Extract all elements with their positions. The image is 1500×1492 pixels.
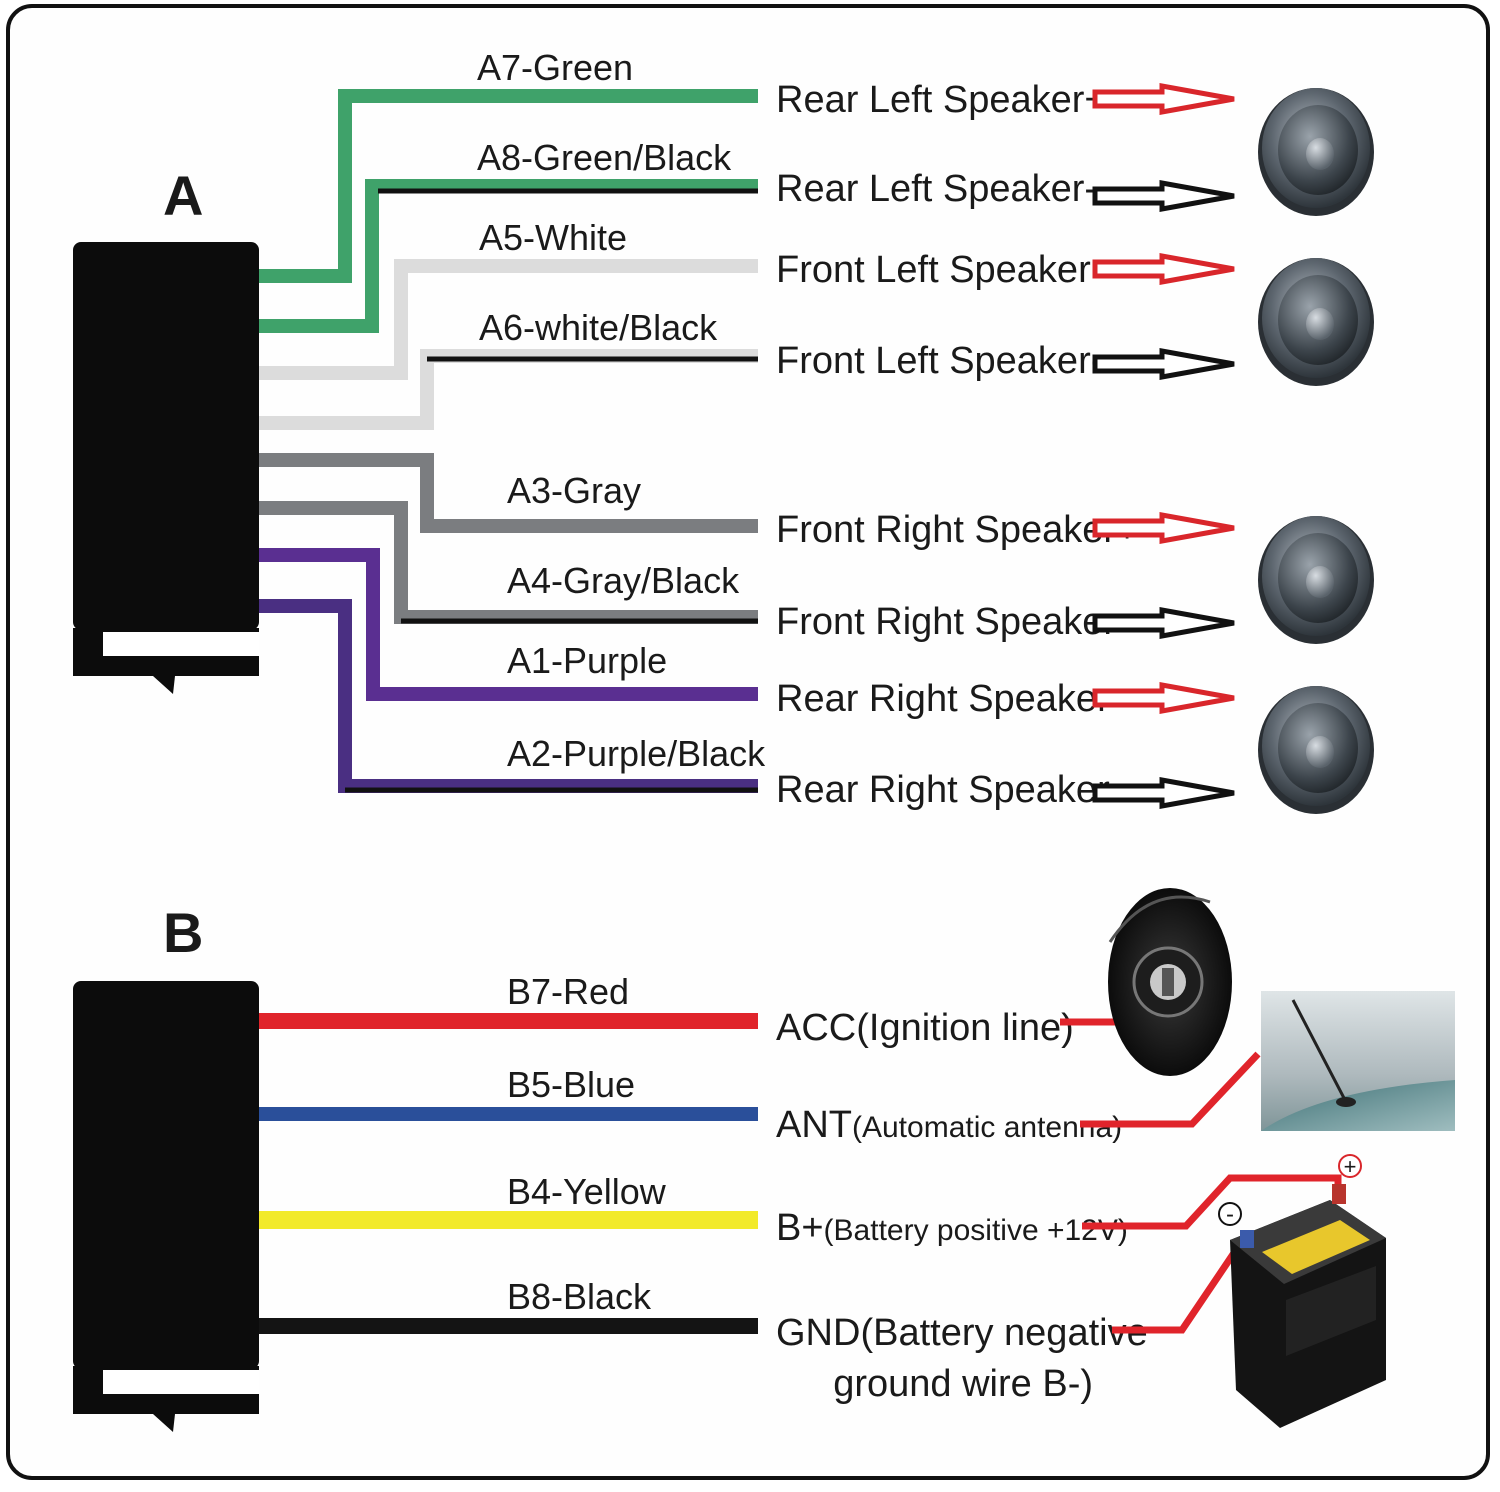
arrow-black-icon [1092,180,1235,212]
connector-b [73,981,259,1432]
wire-label: A6-white/Black [479,307,718,348]
wire-label: B5-Blue [507,1064,635,1105]
wire-label: A1-Purple [507,640,667,681]
arrow-black-icon [1092,777,1235,809]
section-b-wires [259,1013,758,1334]
wire-a4-gray-black [259,501,758,624]
wire-label: A3-Gray [507,470,641,511]
destination-label: Rear Left Speaker- [776,168,1097,210]
wire-label: A8-Green/Black [477,137,732,178]
wire-a6-white-black [259,349,758,430]
wire-label: B8-Black [507,1276,652,1317]
destination-label: Front Right Speaker+ [776,509,1138,551]
wire-label: A7-Green [477,47,633,88]
battery-minus-label: - [1226,1201,1234,1228]
ignition-switch-icon [1108,888,1232,1076]
wire-a1-purple [259,548,758,701]
destination-label: GND(Battery negative [776,1312,1148,1354]
arrow-black-icon [1092,607,1235,639]
speaker-icon [1258,88,1374,216]
destination-label: Front Right Speaker- [776,601,1129,643]
destination-label-line2: ground wire B-) [833,1363,1093,1405]
speaker-icon [1258,686,1374,814]
battery-plus-label: + [1344,1154,1357,1179]
wire-a5-white [259,259,758,380]
connector-a [73,242,259,694]
destination-label: Front Left Speaker- [776,340,1103,382]
wire-a7-green [259,89,758,283]
destination-label: ANT(Automatic antenna) [776,1104,1122,1146]
speaker-icon [1258,516,1374,644]
arrow-red-icon [1092,83,1235,115]
connector-b-label: B [163,901,203,964]
arrow-red-icon [1092,682,1235,714]
destination-label: Rear Left Speaker+ [776,79,1107,121]
wire-label: B4-Yellow [507,1171,667,1212]
destination-label: Front Left Speaker+ [776,249,1113,291]
arrow-red-icon [1092,512,1235,544]
connector-a-label: A [163,164,203,227]
arrow-red-icon [1092,253,1235,285]
wire-a2-purple-black [259,599,758,793]
car-antenna-icon [1261,991,1455,1131]
destination-label: B+(Battery positive +12V) [776,1207,1128,1249]
destination-label: Rear Right Speaker- [776,769,1122,811]
arrows [1092,83,1235,809]
arrow-black-icon [1092,348,1235,380]
wire-label: A5-White [479,217,627,258]
destination-label: ACC(Ignition line) [776,1007,1074,1049]
wire-a3-gray [259,453,758,533]
wire-label: A2-Purple/Black [507,733,766,774]
wire-label: A4-Gray/Black [507,560,740,601]
destination-label: Rear Right Speaker+ [776,678,1132,720]
section-a-wires [259,89,758,793]
car-battery-icon [1218,1154,1386,1428]
speaker-icon [1258,258,1374,386]
wire-a8-green-black [259,179,758,333]
wire-label: B7-Red [507,971,629,1012]
